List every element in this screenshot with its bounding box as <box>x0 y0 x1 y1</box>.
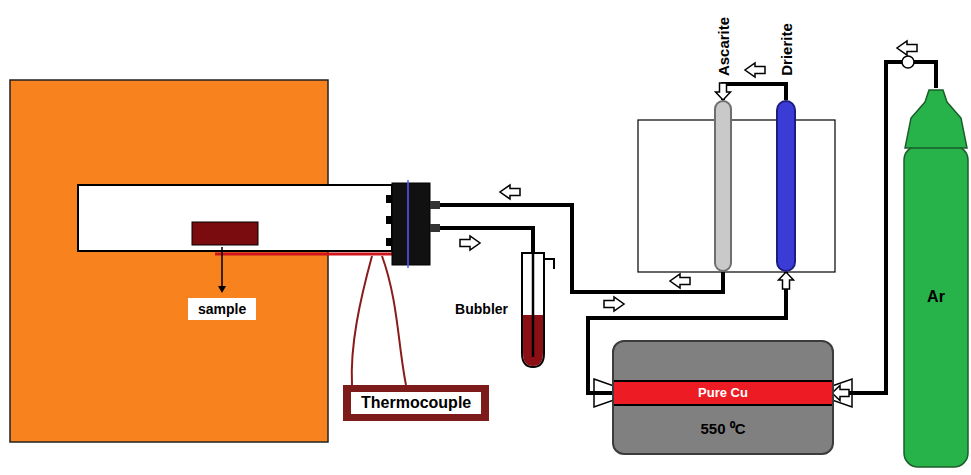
bubbler-glass <box>522 253 544 367</box>
gas-cylinder <box>903 88 969 468</box>
argon-cylinder: Ar <box>903 88 969 468</box>
flow-arrow <box>745 63 765 77</box>
column-body <box>777 101 795 271</box>
copper-tube: Pure Cu <box>614 380 832 406</box>
cylinder-cap <box>905 90 967 148</box>
label-text: Thermocouple <box>351 392 481 414</box>
flange-bolt <box>386 238 392 246</box>
gas-port <box>430 201 440 209</box>
purifier-housing <box>638 120 835 272</box>
absorber-column <box>776 100 796 272</box>
gas-line <box>723 84 786 100</box>
flange-seal <box>407 180 409 268</box>
bubbler-tube <box>520 253 560 371</box>
bubbler: Bubbler <box>520 253 546 368</box>
absorber-column <box>714 100 732 272</box>
thermocouple-probe <box>215 253 392 256</box>
column-label: Ascarite <box>715 17 732 76</box>
flow-arrow <box>604 297 624 311</box>
cylinder-body <box>904 146 968 467</box>
sample-boat <box>192 222 258 245</box>
temperature-label: 550 ⁰C <box>614 418 832 438</box>
dip-tube <box>532 253 535 357</box>
sample-label: sample <box>188 298 256 320</box>
flange-bolt <box>386 216 392 224</box>
ascarite-column: Ascarite <box>714 100 732 272</box>
flow-arrow <box>500 185 520 199</box>
drierite-column: Drierite <box>776 100 796 272</box>
gas-line <box>440 228 533 253</box>
label-text: sample <box>198 301 246 317</box>
flow-arrow <box>670 274 690 288</box>
cylinder-valve <box>902 56 914 68</box>
gas-port <box>430 224 440 232</box>
tube-label: Pure Cu <box>614 382 832 404</box>
gas-label: Ar <box>903 288 969 306</box>
thermocouple-wire <box>352 256 372 385</box>
copper-furnace: 550 ⁰C Pure Cu <box>612 340 834 455</box>
tube-furnace <box>10 80 328 442</box>
leader-line <box>221 247 223 287</box>
flow-arrow <box>897 41 917 55</box>
column-body <box>715 101 731 271</box>
reaction-tube <box>78 185 392 251</box>
leader-arrowhead <box>218 286 226 293</box>
end-flange <box>392 183 430 265</box>
column-label: Drierite <box>777 23 794 76</box>
thermocouple-wire <box>382 256 406 385</box>
flow-arrow <box>460 236 480 250</box>
thermocouple-label: Thermocouple <box>343 385 489 421</box>
label-text: Bubbler <box>455 301 508 317</box>
bubbler-outlet <box>544 259 554 269</box>
flange-bolt <box>386 195 392 203</box>
